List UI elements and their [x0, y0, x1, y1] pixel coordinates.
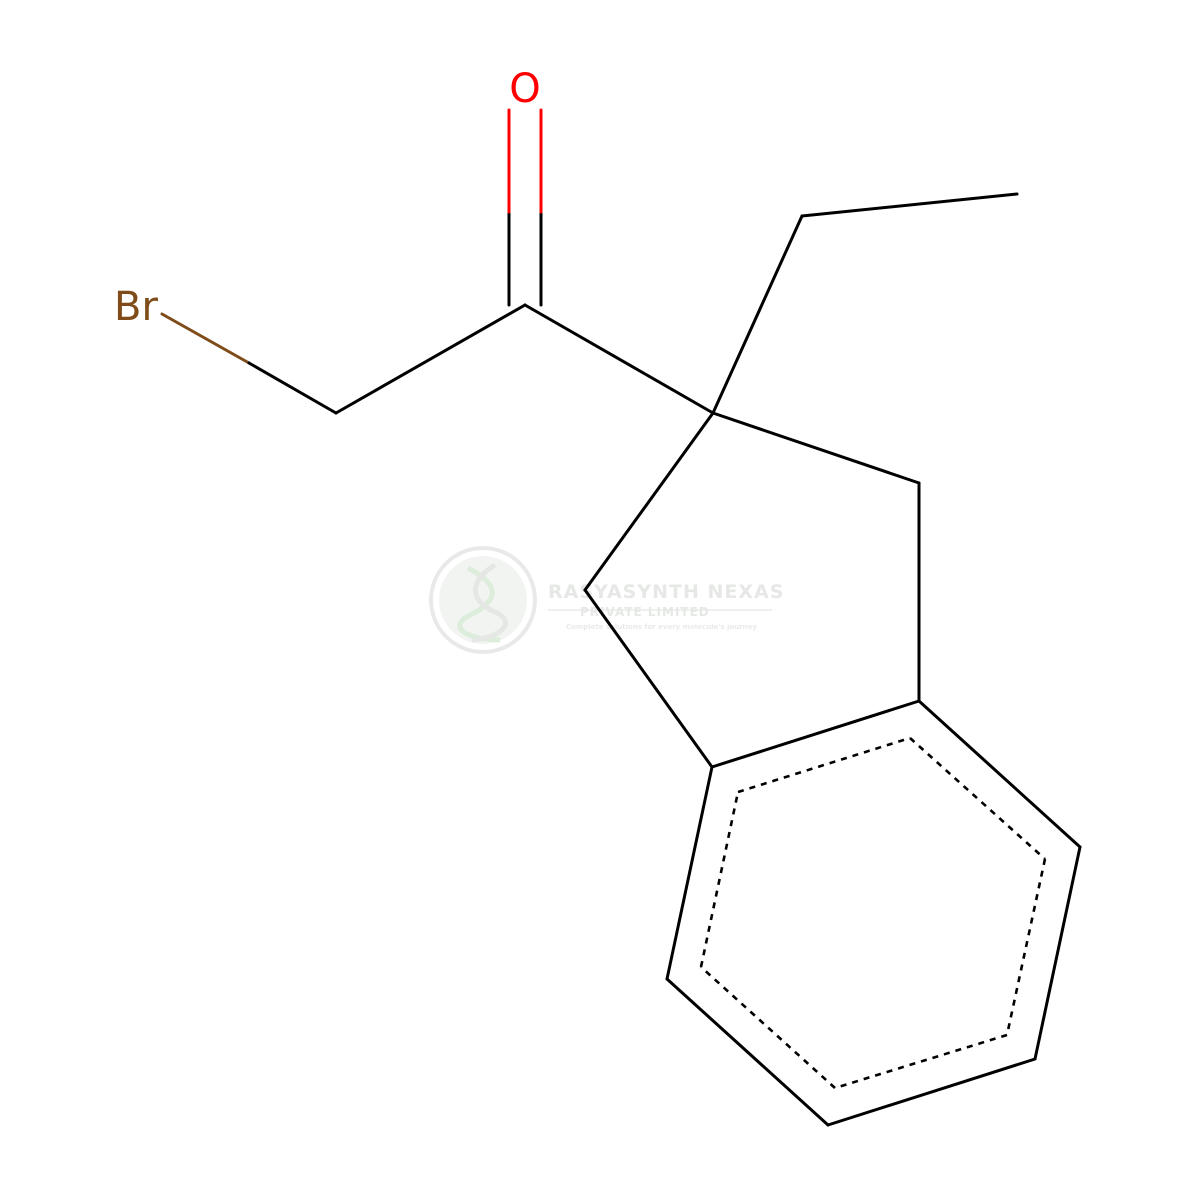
watermark-subtitle: PRIVATE LIMITED: [580, 605, 710, 619]
watermark-company-name: RASYASYNTH NEXAS: [548, 581, 784, 603]
watermark: RASYASYNTH NEXAS PRIVATE LIMITED Complet…: [429, 546, 784, 654]
bond-benzene-c3a-c4: [917, 699, 1082, 849]
bond-benzene-c5-c6: [826, 1057, 1037, 1127]
aromatic-bond-6: [699, 791, 740, 968]
dna-helix-strand-icon: [471, 562, 508, 643]
bond-ethyl-ch3: [800, 192, 1019, 218]
atom-bromine-label: Br: [114, 284, 158, 330]
aromatic-bond-4: [834, 1033, 1008, 1090]
bond-br-ch2-c-half: [247, 361, 338, 415]
watermark-tagline: Complete solutions for every molecule's …: [566, 623, 757, 631]
dna-helix-icon: [457, 565, 501, 643]
aromatic-dashed-bonds: [699, 736, 1047, 1090]
bond-quaternary-ethyl-ch2: [711, 214, 804, 415]
bond-benzene-c7-c7a: [665, 765, 714, 981]
bond-carbonyl-quaternary: [523, 303, 715, 415]
watermark-logo-ring: [429, 546, 537, 654]
bond-ring-fusion: [710, 699, 921, 769]
bond-ring-c2-c1: [583, 411, 715, 592]
atom-oxygen-label: O: [509, 66, 540, 112]
watermark-logo-disc: [439, 556, 527, 644]
bond-ch2-carbonyl: [334, 303, 527, 415]
bond-br-ch2-br-half: [160, 312, 251, 365]
bond-ring-c2-c3: [711, 411, 921, 485]
bond-benzene-c4-c5: [1033, 845, 1082, 1061]
bond-benzene-c6-c7: [665, 977, 830, 1127]
bond-ring-c1-c7a: [583, 588, 714, 769]
bonds: [160, 108, 1082, 1127]
